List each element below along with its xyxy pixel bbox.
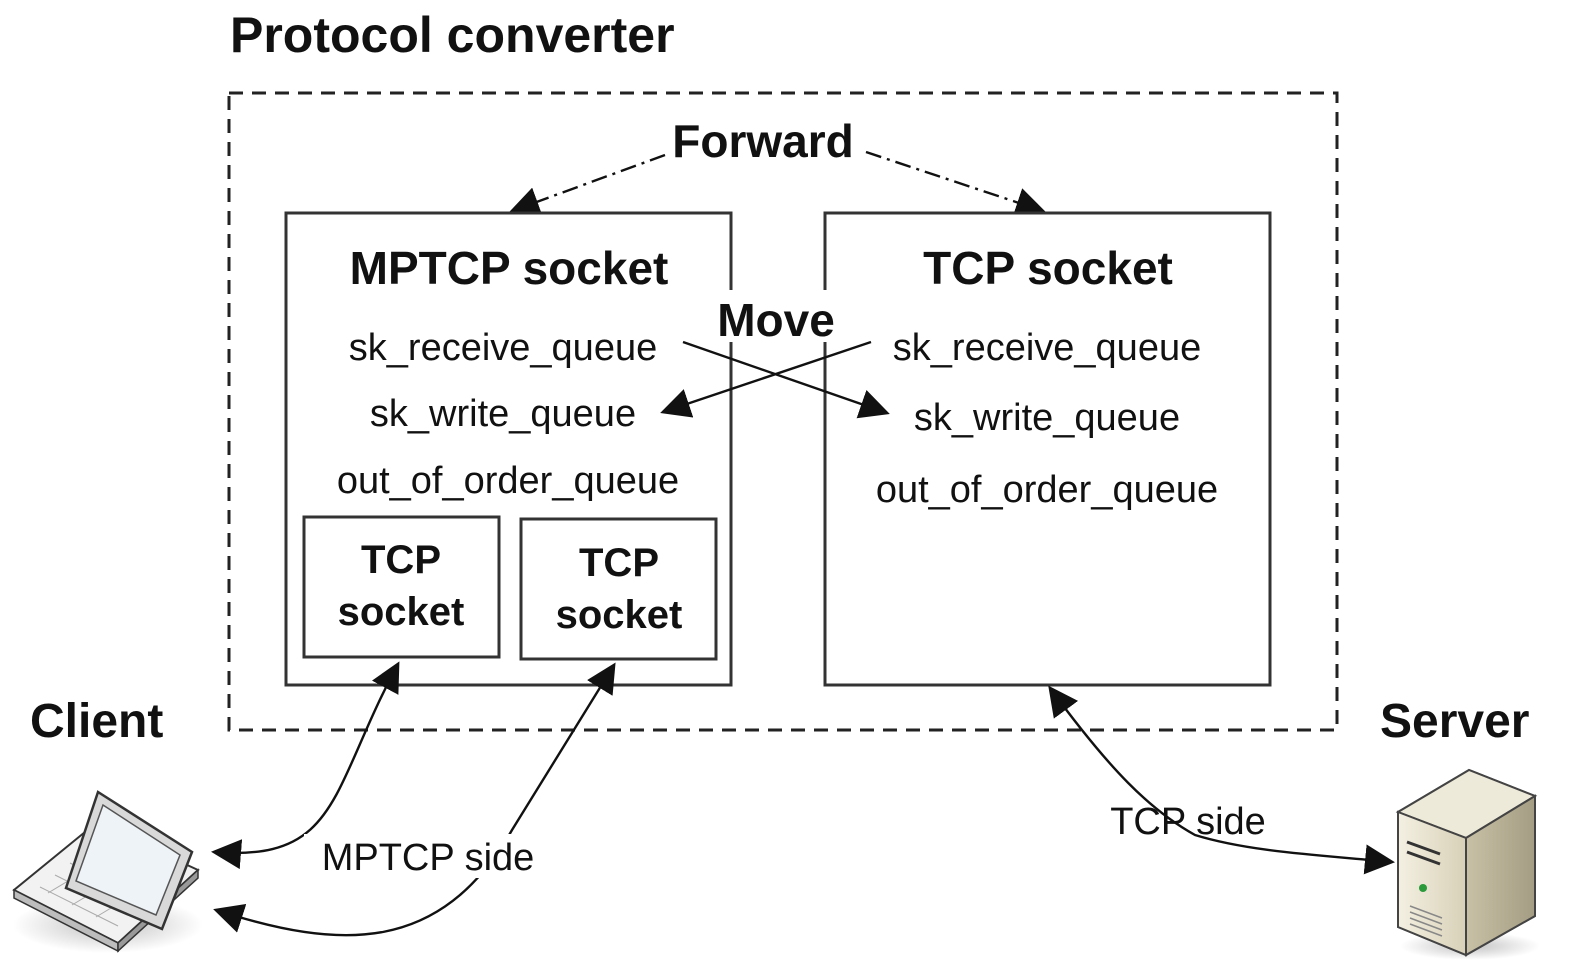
subflow-2-line1: TCP: [579, 541, 659, 585]
move-arrow-tcp-receive-to-mptcp-write: [660, 340, 872, 418]
subflow-tcp-socket-box-2: [519, 517, 718, 661]
subflow-1-line2: socket: [338, 590, 465, 634]
server-label: Server: [1380, 695, 1529, 748]
tcp-sk-receive-queue: sk_receive_queue: [893, 327, 1201, 369]
mptcp-side-link-2: [213, 662, 616, 937]
mptcp-socket-title: MPTCP socket: [350, 242, 669, 294]
move-label: Move: [717, 294, 835, 346]
tcp-socket-box: [823, 211, 1272, 687]
tcp-out-of-order-queue: out_of_order_queue: [876, 469, 1218, 511]
protocol-converter-boundary: [227, 91, 1339, 732]
tcp-side-link: [1048, 685, 1395, 875]
laptop-icon: [12, 790, 203, 953]
subflow-tcp-socket-box-1: [302, 515, 501, 659]
move-arrow-mptcp-receive-to-tcp-write: [682, 340, 890, 419]
mptcp-side-link-1: [211, 661, 400, 870]
subflow-2-line2: socket: [556, 593, 683, 637]
mptcp-side-label: MPTCP side: [322, 837, 535, 879]
mptcp-side-label-backing: [304, 834, 552, 878]
forward-label: Forward: [672, 115, 853, 167]
client-label: Client: [30, 695, 163, 748]
forward-arrow-to-tcp: [865, 150, 1046, 217]
mptcp-out-of-order-queue: out_of_order_queue: [337, 460, 679, 502]
server-tower-icon: [1395, 768, 1540, 960]
tcp-side-label: TCP side: [1110, 801, 1266, 843]
subflow-1-line1: TCP: [361, 538, 441, 582]
tcp-sk-write-queue: sk_write_queue: [914, 397, 1180, 439]
move-label-backing: [712, 290, 840, 342]
tcp-socket-title: TCP socket: [923, 242, 1173, 294]
mptcp-sk-receive-queue: sk_receive_queue: [349, 327, 657, 369]
forward-arrow-to-mptcp: [509, 153, 666, 216]
diagram-title: Protocol converter: [230, 7, 675, 63]
mptcp-sk-write-queue: sk_write_queue: [370, 393, 636, 435]
